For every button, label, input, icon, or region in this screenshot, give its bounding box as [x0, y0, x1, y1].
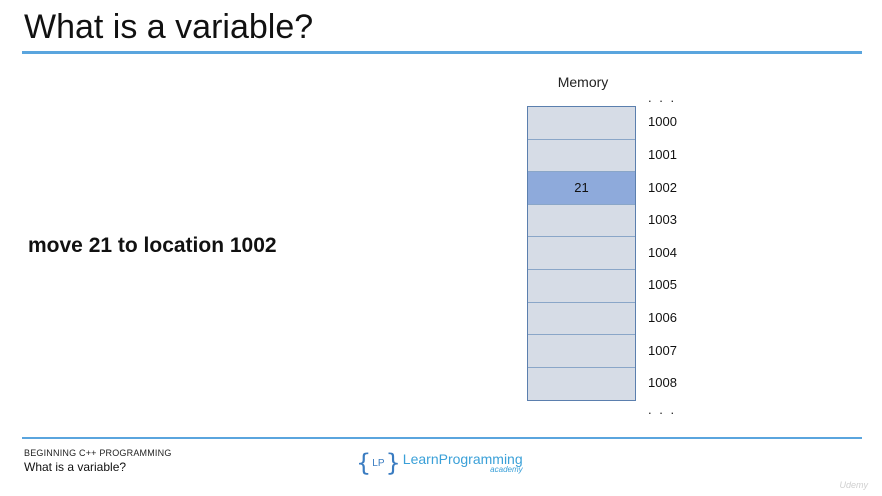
memory-caption: Memory	[557, 74, 609, 90]
footer-subtitle: What is a variable?	[24, 460, 127, 474]
logo-initials: LP	[372, 457, 385, 469]
memory-cell	[528, 139, 635, 173]
memory-column: 21	[527, 106, 636, 402]
course-name: BEGINNING C++ PROGRAMMING	[24, 448, 172, 458]
footer-divider	[22, 437, 862, 439]
memory-address-label: 1004	[648, 244, 677, 260]
memory-cell	[528, 335, 635, 368]
memory-cell	[528, 204, 635, 238]
memory-address-label: 1008	[648, 375, 677, 391]
memory-cell: 21	[528, 172, 635, 205]
title-divider	[22, 51, 862, 54]
learnprogramming-logo: { LP } LearnProgramming academy	[356, 448, 523, 478]
udemy-watermark: Udemy	[839, 480, 868, 490]
memory-cell	[528, 107, 635, 140]
slide-title: What is a variable?	[24, 8, 314, 46]
logo-brace-left: {	[356, 449, 372, 477]
logo-name: LearnProgramming	[402, 451, 523, 467]
memory-cell	[528, 302, 635, 336]
memory-address-label: 1005	[648, 277, 677, 293]
memory-address-label: 1002	[648, 179, 677, 195]
ellipsis-top: . . .	[648, 90, 677, 105]
memory-address-label: 1006	[648, 309, 677, 325]
memory-address-label: 1007	[648, 342, 677, 358]
memory-cell	[528, 237, 635, 270]
logo-tagline: academy	[490, 465, 523, 474]
memory-cell	[528, 367, 635, 401]
memory-address-label: 1000	[648, 114, 677, 130]
logo-brace-right: }	[385, 449, 401, 477]
instruction-text: move 21 to location 1002	[28, 234, 277, 257]
ellipsis-bottom: . . .	[648, 402, 677, 417]
memory-address-label: 1003	[648, 212, 677, 228]
memory-cell	[528, 269, 635, 303]
memory-address-label: 1001	[648, 146, 677, 162]
